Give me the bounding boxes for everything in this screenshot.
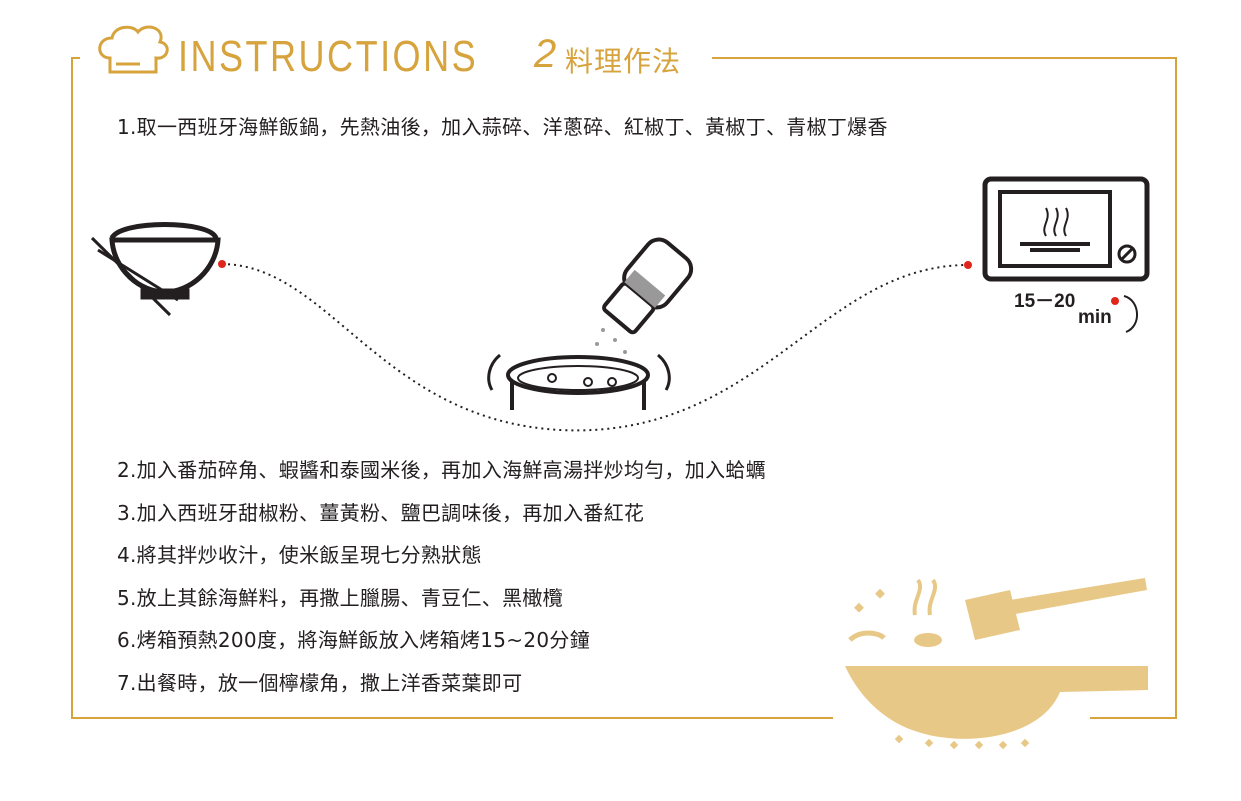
paella-pan-icon — [487, 353, 671, 410]
rice-bowl-icon — [90, 222, 221, 317]
frame-bottom-right — [1090, 717, 1177, 719]
salt-shaker-icon — [595, 237, 694, 354]
frame-right — [1175, 57, 1177, 719]
step-7: 7.出餐時，放一個檸檬角，撒上洋香菜葉即可 — [117, 671, 523, 695]
step-3: 3.加入西班牙甜椒粉、薑黃粉、鹽巴調味後，再加入番紅花 — [117, 501, 645, 525]
step-2: 2.加入番茄碎角、蝦醬和泰國米後，再加入海鮮高湯拌炒均勻，加入蛤蠣 — [117, 458, 766, 482]
frame-top-right — [712, 57, 1177, 59]
frame-top-left — [72, 57, 80, 59]
timer-range: 15－20 — [1014, 291, 1076, 312]
chef-hat-icon — [98, 25, 169, 74]
red-dot-start — [218, 260, 226, 268]
step-6: 6.烤箱預熱200度，將海鮮飯放入烤箱烤15~20分鐘 — [117, 628, 591, 652]
timer-unit: min — [1078, 307, 1112, 328]
section-number: 2 — [534, 32, 557, 76]
wok-icon — [845, 578, 1148, 750]
step-5: 5.放上其餘海鮮料，再撒上臘腸、青豆仁、黑橄欖 — [117, 586, 563, 610]
oven-icon — [982, 176, 1150, 333]
step-1: 1.取一西班牙海鮮飯鍋，先熱油後，加入蒜碎、洋蔥碎、紅椒丁、黃椒丁、青椒丁爆香 — [117, 115, 888, 139]
frame-left — [71, 57, 73, 719]
frame-bottom-left — [71, 717, 833, 719]
red-dot-end — [964, 261, 972, 269]
dotted-path — [221, 263, 969, 432]
step-4: 4.將其拌炒收汁，使米飯呈現七分熟狀態 — [117, 543, 482, 567]
page-title: INSTRUCTIONS — [178, 32, 479, 81]
section-subtitle: 料理作法 — [565, 45, 682, 78]
timer-red-dot — [1111, 297, 1119, 305]
